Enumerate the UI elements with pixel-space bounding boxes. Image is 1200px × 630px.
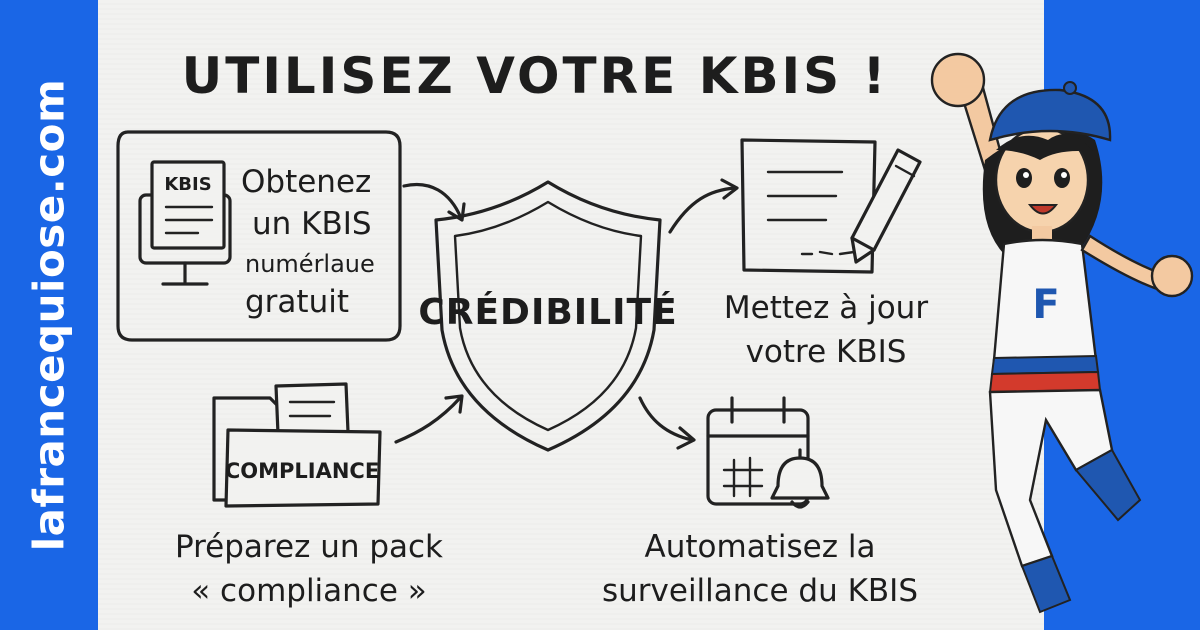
arrow-obtain-to-shield	[402, 183, 466, 222]
kbis-tag: KBIS	[164, 174, 211, 195]
step-obtain-frame	[116, 130, 402, 342]
shield-label: CRÉDIBILITÉ	[418, 291, 677, 333]
compliance-tag: COMPLIANCE	[225, 459, 379, 483]
step-obtain: KBIS Obtenez un KBIS numérlaue gratuit	[116, 130, 402, 342]
calendar-bell-icon	[706, 396, 830, 509]
arrow-shield-to-automate	[638, 396, 696, 450]
sketch-paper	[98, 0, 1044, 630]
step-automate-line-2: surveillance du KBIS	[602, 573, 918, 609]
step-obtain-line-2: un KBIS	[252, 206, 372, 242]
step-obtain-line-1: Obtenez	[241, 164, 371, 200]
arrow-shield-to-update	[668, 178, 739, 234]
left-brand-band	[0, 0, 98, 630]
mascot-shirt-letter: F	[1032, 282, 1059, 328]
step-update-line-1: Mettez à jour	[724, 290, 928, 326]
document-pencil-icon	[740, 138, 922, 274]
shield-icon: CRÉDIBILITÉ	[418, 180, 677, 452]
computer-document-icon: KBIS	[138, 160, 232, 286]
step-automate-line-1: Automatisez la	[645, 529, 876, 565]
step-obtain-line-4: gratuit	[245, 284, 349, 320]
superhero-mascot-icon: F	[930, 52, 1194, 614]
arrow-compliance-to-shield	[394, 394, 464, 444]
folder-icon: COMPLIANCE	[212, 382, 382, 508]
step-obtain-line-3: numérlaue	[245, 250, 375, 278]
diagram-title: UTILISEZ VOTRE KBIS !	[182, 47, 889, 105]
step-compliance-line-2: « compliance »	[191, 573, 427, 609]
step-compliance-line-1: Préparez un pack	[175, 529, 443, 565]
step-update-line-2: votre KBIS	[746, 334, 907, 370]
